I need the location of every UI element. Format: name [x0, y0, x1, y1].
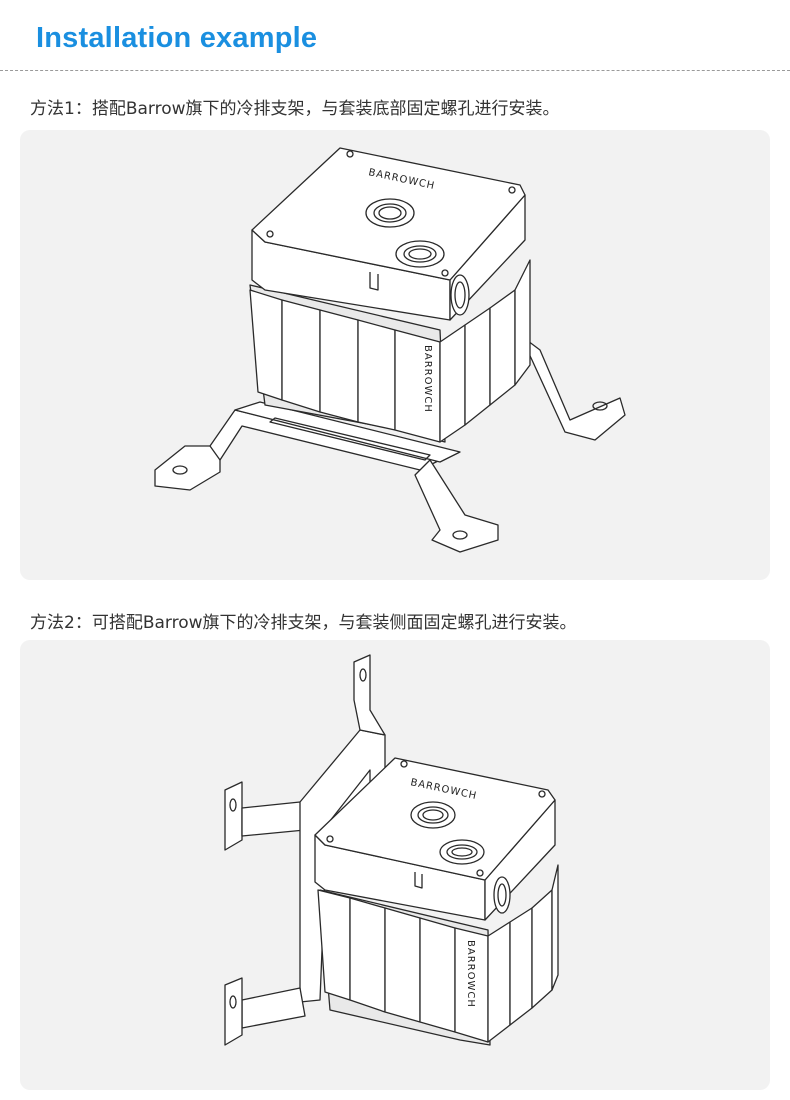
bracket-tab-top	[353, 654, 386, 736]
bracket-tab-lower	[224, 977, 243, 1046]
pump-fins-front	[317, 889, 489, 1043]
outlet-port-icon	[395, 240, 445, 268]
screw-icon	[508, 186, 516, 194]
outlet-port-icon	[439, 839, 485, 865]
brand-mark-side: BARROWCH	[465, 940, 476, 1008]
inlet-port-icon	[365, 198, 415, 228]
screw-icon	[538, 790, 546, 798]
method-1-caption: 方法1：搭配Barrow旗下的冷排支架，与套装底部固定螺孔进行安装。	[30, 99, 560, 119]
bracket-tab-upper	[224, 781, 243, 851]
cap-notch	[414, 872, 423, 889]
screw-icon	[346, 150, 354, 158]
bracket-arm-lower	[241, 987, 306, 1029]
inlet-port-icon	[410, 801, 456, 829]
bracket-hole-icon	[229, 995, 237, 1009]
method-2-illustration-panel: BARROWCH BARROWCH	[20, 640, 770, 1090]
screw-icon	[400, 760, 408, 768]
bracket-plate	[234, 401, 461, 463]
pump-side-bracket-illustration: BARROWCH BARROWCH	[224, 654, 559, 1046]
screw-icon	[266, 230, 274, 238]
screw-icon	[326, 835, 334, 843]
bracket-arm-upper	[241, 801, 306, 837]
method-1-illustration-panel: BARROWCH BARROWCH	[20, 130, 770, 580]
bracket-hole-icon	[592, 401, 608, 411]
screw-icon	[476, 869, 484, 877]
bracket-hole-icon	[359, 668, 367, 682]
dashed-divider	[0, 70, 790, 71]
page-title: Installation example	[36, 22, 318, 54]
bracket-slot	[269, 417, 431, 461]
bracket-hole-icon	[229, 798, 237, 812]
bracket-foot-bottom	[414, 459, 499, 553]
side-port-icon	[450, 274, 470, 316]
bracket-hole-icon	[452, 530, 468, 540]
brand-mark-side: BARROWCH	[422, 345, 433, 413]
bracket-foot-left	[154, 445, 221, 491]
cap-notch	[369, 272, 379, 291]
bracket-arm-right	[519, 334, 626, 441]
pump-bottom-bracket-illustration: BARROWCH BARROWCH	[154, 147, 626, 553]
pump-fins-front	[249, 289, 441, 443]
pump-fins-right	[439, 259, 531, 443]
bracket-hole-icon	[172, 465, 188, 475]
screw-icon	[441, 269, 449, 277]
method-2-caption: 方法2：可搭配Barrow旗下的冷排支架，与套装侧面固定螺孔进行安装。	[30, 613, 577, 633]
pump-fins-right	[487, 864, 559, 1043]
side-port-icon	[493, 876, 511, 914]
